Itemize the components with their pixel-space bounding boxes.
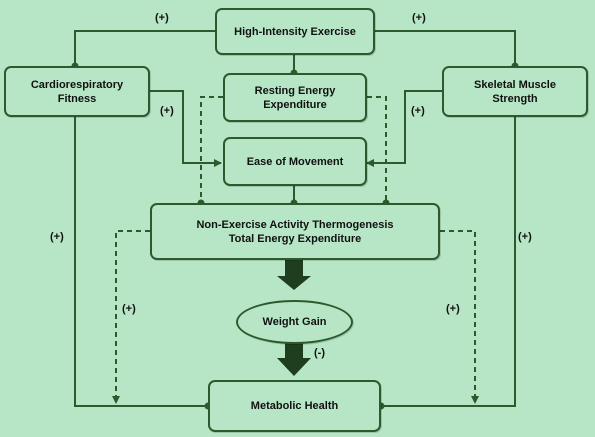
link-hie-sms	[375, 30, 516, 66]
link-sms-ease	[366, 90, 442, 167]
node-label: Metabolic Health	[250, 400, 339, 412]
sign-neat-left-dashed: (+)	[122, 303, 136, 315]
node-cardiorespiratory-fitness: Cardiorespiratory Fitness	[4, 66, 150, 117]
thick-arrow-neat-to-weight-gain	[277, 260, 311, 290]
sign-hie-to-sms: (+)	[412, 12, 426, 24]
node-metabolic-health: Metabolic Health	[208, 380, 381, 432]
link-neat-metabolic-right	[440, 230, 479, 404]
link-crf-ease	[150, 90, 222, 167]
thick-arrow-weight-gain-to-metabolic	[277, 342, 311, 376]
node-resting-energy-expenditure: Resting Energy Expenditure	[223, 73, 367, 122]
link-sms-metabolic	[381, 117, 516, 407]
node-label: Weight Gain	[262, 316, 327, 328]
sign-neat-right-dashed: (+)	[446, 303, 460, 315]
sign-hie-to-crf: (+)	[155, 12, 169, 24]
node-label: Cardiorespiratory Fitness	[30, 78, 124, 105]
node-label: High-Intensity Exercise	[234, 25, 356, 38]
node-label: Skeletal Muscle Strength	[474, 78, 556, 105]
node-weight-gain: Weight Gain	[236, 300, 353, 344]
link-crf-metabolic	[74, 117, 208, 407]
sign-sms-to-metabolic: (+)	[518, 231, 532, 243]
node-label-line2: Total Energy Expenditure	[228, 232, 362, 245]
sign-weight-gain-to-metabolic: (-)	[314, 347, 325, 359]
node-ease-of-movement: Ease of Movement	[223, 137, 367, 186]
node-skeletal-muscle-strength: Skeletal Muscle Strength	[442, 66, 588, 117]
link-neat-metabolic-left	[112, 230, 150, 404]
node-high-intensity-exercise: High-Intensity Exercise	[215, 8, 375, 55]
link-ree-neat-left	[200, 96, 223, 203]
sign-crf-to-metabolic: (+)	[50, 231, 64, 243]
node-label: Ease of Movement	[246, 155, 344, 168]
node-label-line1: Non-Exercise Activity Thermogenesis	[196, 218, 394, 231]
node-neat-total-energy-expenditure: Non-Exercise Activity Thermogenesis Tota…	[150, 203, 440, 260]
node-label: Resting Energy Expenditure	[254, 84, 336, 111]
sign-crf-to-ease: (+)	[160, 105, 174, 117]
link-hie-crf	[74, 30, 215, 66]
sign-sms-to-ease: (+)	[411, 105, 425, 117]
link-ree-neat-right	[367, 96, 387, 203]
